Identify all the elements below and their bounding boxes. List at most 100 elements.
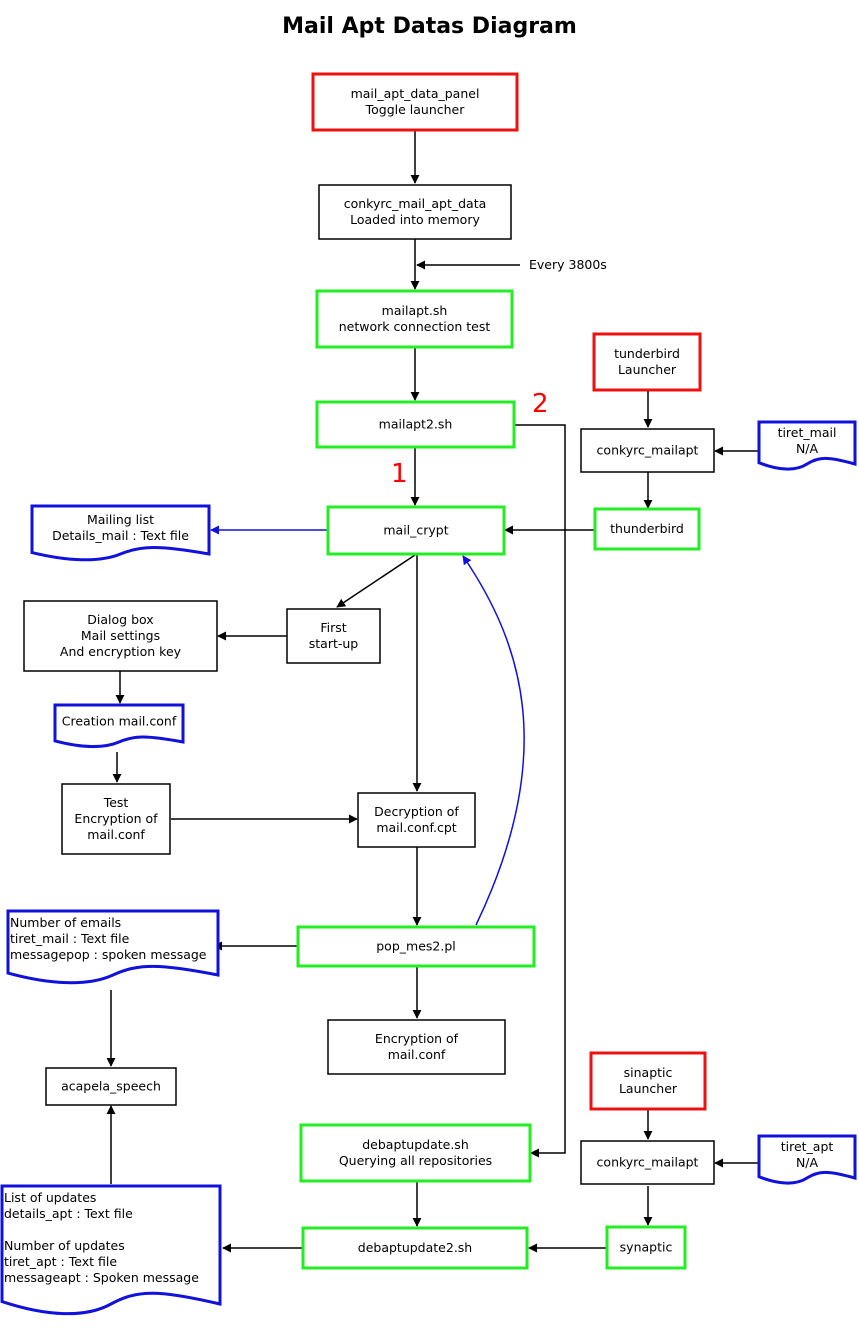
node-text: tiret_mail : Text file	[10, 931, 130, 946]
marker-1: 1	[391, 459, 408, 489]
connectors	[106, 130, 758, 1253]
arrow-mailapt2-to-debaptupdate	[514, 424, 566, 1158]
node-text: First	[320, 620, 346, 635]
node-text: tiret_apt : Text file	[4, 1254, 117, 1269]
node-thunderbird: thunderbird	[593, 507, 701, 551]
node-text: thunderbird	[610, 521, 684, 536]
node-shape	[30, 504, 211, 562]
node-synaptic: synaptic	[605, 1225, 687, 1270]
node-text: conkyrc_mailapt	[597, 443, 699, 458]
node-shape	[299, 1123, 532, 1183]
node-text: And encryption key	[60, 644, 182, 659]
node-text: mail.conf	[388, 1047, 446, 1062]
diagram-title: Mail Apt Datas Diagram	[282, 14, 577, 39]
node-text: messagepop : spoken message	[10, 947, 207, 962]
node-text: debaptupdate.sh	[362, 1137, 469, 1152]
node-text: mail_apt_data_panel	[351, 86, 480, 101]
node-conky-mail: conkyrc_mailapt	[580, 428, 715, 473]
node-text: debaptupdate2.sh	[358, 1240, 472, 1255]
node-text: Launcher	[619, 1081, 678, 1096]
every-3800s-label: Every 3800s	[529, 257, 607, 272]
node-conky-apt: conkyrc_mailapt	[580, 1140, 715, 1185]
node-shape	[757, 420, 857, 471]
node-shape	[53, 703, 185, 748]
node-shape	[757, 1134, 857, 1185]
node-text: Querying all repositories	[339, 1153, 492, 1168]
node-pop: pop_mes2.pl	[296, 925, 536, 968]
node-shape	[0, 1184, 222, 1316]
node-shape	[592, 332, 702, 392]
node-text: tiret_apt	[781, 1139, 834, 1154]
node-text: Launcher	[618, 362, 677, 377]
node-shape	[605, 1225, 687, 1270]
node-text: mailapt.sh	[382, 303, 448, 318]
node-shape	[593, 507, 701, 551]
node-shape	[301, 1226, 529, 1270]
node-text: tiret_mail	[778, 425, 837, 440]
node-shape	[580, 1140, 715, 1185]
node-text: pop_mes2.pl	[376, 939, 455, 954]
node-shape	[45, 1067, 177, 1106]
node-text: N/A	[796, 441, 819, 456]
node-text: Number of updates	[4, 1238, 125, 1253]
node-text: mail.conf.cpt	[376, 820, 456, 835]
node-text: mailapt2.sh	[379, 417, 453, 432]
node-text: Encryption of	[375, 1031, 459, 1046]
node-shape	[6, 909, 220, 985]
arrow-pop-back-to-mailcrypt	[462, 555, 525, 926]
node-shape	[61, 783, 171, 855]
node-text: Number of emails	[10, 915, 121, 930]
node-shape	[311, 72, 519, 132]
node-text: tunderbird	[614, 346, 680, 361]
node-text: acapela_speech	[61, 1079, 161, 1094]
node-text: Loaded into memory	[350, 212, 480, 227]
node-text: Test	[103, 795, 129, 810]
node-shape	[327, 1019, 506, 1075]
node-shape	[23, 600, 218, 672]
node-text: conkyrc_mail_apt_data	[344, 196, 487, 211]
node-text: details_apt : Text file	[4, 1206, 133, 1221]
node-shape	[286, 608, 381, 664]
node-text: Decryption of	[374, 804, 459, 819]
node-shape	[318, 184, 512, 240]
node-text: Mailing list	[87, 512, 154, 527]
node-shape	[580, 428, 715, 473]
node-shape	[357, 792, 476, 848]
node-shape	[315, 289, 514, 349]
node-text: Creation mail.conf	[62, 714, 177, 729]
node-text: mail_crypt	[383, 523, 448, 538]
node-text: messageapt : Spoken message	[4, 1270, 199, 1285]
arrow-mailcrypt-to-firststartup	[336, 554, 416, 608]
node-shape	[589, 1051, 707, 1111]
node-text: synaptic	[620, 1240, 673, 1255]
node-text: Encryption of	[74, 811, 158, 826]
node-text: start-up	[309, 636, 359, 651]
node-mailapt2: mailapt2.sh	[315, 400, 516, 449]
node-shape	[326, 505, 506, 556]
node-text: N/A	[796, 1155, 819, 1170]
node-text: sinaptic	[624, 1065, 673, 1080]
node-text: conkyrc_mailapt	[597, 1155, 699, 1170]
node-text: network connection test	[339, 319, 491, 334]
node-mail-crypt: mail_crypt	[326, 505, 506, 556]
node-text: mail.conf	[87, 827, 145, 842]
node-text: List of updates	[4, 1190, 96, 1205]
